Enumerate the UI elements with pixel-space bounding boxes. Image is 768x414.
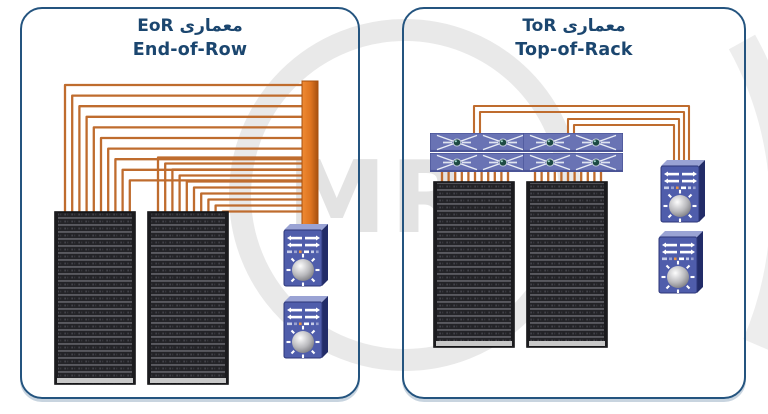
server-rack-2	[525, 180, 608, 348]
aggregation-switch-icon	[657, 229, 704, 294]
cable	[572, 123, 675, 163]
cable	[63, 83, 310, 250]
cable	[70, 93, 310, 257]
tor-switch-icon	[429, 132, 530, 152]
server-rack-1	[53, 210, 136, 385]
cable	[478, 110, 685, 163]
cable-bundle	[301, 80, 318, 225]
tor-switch-icon	[522, 132, 623, 152]
tor-switch-icon	[522, 152, 623, 172]
cable	[472, 104, 690, 163]
panel-tor: معماری ToR Top-of-Rack	[402, 7, 746, 399]
server-rack-1	[432, 180, 515, 348]
tor-diagram	[429, 104, 706, 348]
watermark-arc	[728, 34, 768, 350]
panel-eor: معماری EoR End-of-Row	[20, 7, 360, 399]
tor-switch-icon	[429, 152, 530, 172]
tor-title-fa: معماری ToR	[522, 16, 626, 36]
tor-title-en: Top-of-Rack	[515, 40, 633, 61]
aggregation-switch-icon	[282, 222, 329, 287]
eor-diagram	[53, 80, 329, 385]
eor-title-fa: معماری EoR	[137, 16, 243, 36]
tor-titles: معماری ToR Top-of-Rack	[404, 15, 744, 62]
cable	[77, 104, 310, 263]
eor-title-en: End-of-Row	[132, 40, 248, 61]
eor-titles: معماری EoR End-of-Row	[22, 15, 358, 62]
cable	[566, 117, 680, 163]
tor-uplink-cable-group	[472, 104, 690, 163]
aggregation-switch-icon	[282, 294, 329, 359]
aggregation-switch-icon	[659, 158, 706, 223]
server-rack-2	[146, 210, 229, 385]
